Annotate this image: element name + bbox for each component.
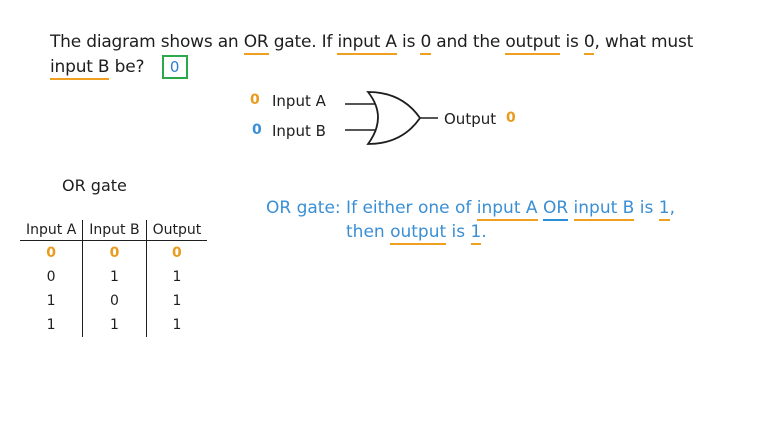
cell: 1	[46, 317, 56, 333]
input-b-label: Input B	[272, 122, 326, 140]
cell: 1	[82, 313, 147, 337]
truth-table-wrap: Input A Input B Output 0 0 0 0 1 1 1 0 1	[20, 220, 208, 337]
answer-box: 0	[161, 55, 188, 79]
table-row: 0 0 0	[20, 240, 208, 265]
rule-line-2: then output is 1.	[346, 222, 487, 245]
input-a-value: 0	[250, 92, 260, 108]
cell: 1	[145, 289, 208, 313]
or-gate-diagram: 0 Input A 0 Input B Output 0	[250, 88, 530, 150]
rule-line-1: OR gate: If either one of input A OR inp…	[266, 198, 675, 221]
question-line-2: input B be? 0	[50, 55, 188, 80]
table-row: 1 0 1	[20, 289, 208, 313]
cell: 1	[145, 313, 208, 337]
table-row: 0 1 1	[20, 265, 208, 289]
underlined-input-a: input A	[337, 32, 397, 55]
underlined-input-b: input B	[50, 57, 110, 80]
cell: 0	[46, 269, 56, 285]
question-line-1: The diagram shows an OR gate. If input A…	[50, 32, 693, 55]
underlined-or: OR	[243, 32, 269, 55]
underlined-zero-out: 0	[583, 32, 595, 55]
header-input-a: Input A	[20, 220, 83, 241]
table-row: 1 1 1	[20, 313, 208, 337]
cell: 0	[82, 289, 147, 313]
input-b-value: 0	[252, 122, 262, 138]
cell: 0	[145, 240, 208, 265]
underlined-zero-a: 0	[420, 32, 431, 55]
table-header-row: Input A Input B Output	[20, 220, 208, 241]
truth-table: Input A Input B Output 0 0 0 0 1 1 1 0 1	[20, 220, 208, 337]
cell: 0	[82, 240, 147, 265]
or-gate-symbol	[345, 91, 438, 145]
table-title: OR gate	[62, 176, 127, 195]
output-value: 0	[506, 110, 516, 126]
output-label: Output	[444, 110, 497, 128]
cell: 1	[46, 293, 56, 309]
header-output: Output	[145, 220, 208, 241]
cell: 0	[46, 245, 57, 261]
cell: 1	[82, 265, 147, 289]
cell: 1	[145, 265, 208, 289]
header-input-b: Input B	[82, 220, 147, 241]
underlined-output: output	[505, 32, 560, 55]
input-a-label: Input A	[272, 92, 326, 110]
